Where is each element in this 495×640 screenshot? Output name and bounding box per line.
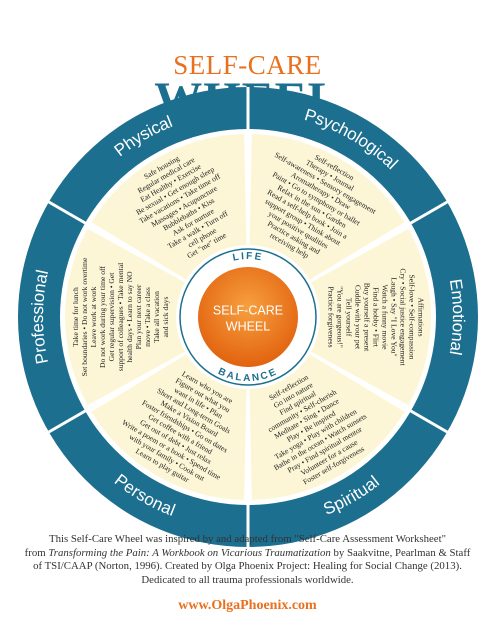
segment-item: Watch a funny movie: [380, 285, 389, 351]
segment-physical: [91, 134, 247, 280]
spoke-line: [48, 200, 88, 226]
segment-item: and sick days: [161, 297, 170, 338]
segment-item: Laugh • Say "I Love You": [389, 277, 398, 356]
segment-spiritual: [249, 354, 405, 500]
segment-item: Tell yourself: [344, 298, 353, 337]
life-balance-ring-border: [179, 248, 317, 386]
segment-item: move • Take a class: [143, 287, 152, 347]
segment-item: Cry • Social justice engagement: [398, 268, 407, 366]
website-link[interactable]: www.OlgaPhoenix.com: [178, 598, 317, 613]
segment-item: "You are gorgeous!": [335, 286, 344, 348]
segment-item: Do not work during your time off: [98, 266, 107, 368]
segment-item: Take all vacation: [152, 291, 161, 343]
segment-item: Get regular supervision • Get: [107, 272, 116, 362]
attribution-text: This Self-Care Wheel was inspired by and…: [20, 533, 475, 587]
center-label-wheel: WHEEL: [226, 319, 271, 333]
center-label-self-care: SELF-CARE: [213, 303, 283, 317]
segment-item: health days • Learn to say NO: [125, 271, 134, 363]
attribution-line-1: This Self-Care Wheel was inspired by and…: [48, 533, 447, 545]
segment-item: Leave work at work: [89, 286, 98, 347]
segment-item: Cuddle with your pet: [353, 285, 362, 350]
segment-personal: [91, 354, 247, 500]
attribution-line-2-prefix: from: [24, 546, 46, 559]
spoke-line: [48, 408, 88, 434]
attribution-line-4: Dedicated to all trauma professionals wo…: [141, 573, 354, 586]
segment-item: Self-love • Self-compassion: [407, 275, 416, 360]
attribution-line-2-suffix: by Saakvitne, Pearlman & Staff: [333, 546, 471, 559]
segment-item: Plan your next career: [134, 284, 143, 349]
spoke-line: [408, 200, 448, 226]
spoke-line: [408, 408, 448, 434]
segment-item: Find a hobby • Flirt: [371, 287, 380, 348]
segment-professional: [64, 228, 185, 406]
attribution-line-3: of TSI/CAAP (Norton, 1996). Created by O…: [33, 560, 462, 572]
segment-psychological: [249, 134, 405, 280]
category-label-emotional: Emotional: [445, 278, 467, 357]
segment-item: Buy yourself a present: [362, 283, 371, 352]
title-self-care: SELF-CARE: [173, 50, 322, 80]
segment-item: support of colleagues • Take mental: [116, 263, 125, 371]
center-circle: [198, 267, 298, 367]
segment-item: Set boundaries • Do not work overtime: [80, 257, 89, 376]
segment-item: Practice forgiveness: [326, 286, 335, 347]
segment-emotional: [311, 228, 431, 406]
ring-label-life: LIFE: [232, 251, 264, 264]
category-label-text: Emotional: [445, 278, 467, 357]
ring-label-life-text: LIFE: [232, 251, 262, 264]
segment-item: Affirmations: [416, 297, 425, 336]
attribution-book-title: Transforming the Pain: A Workbook on Vic…: [48, 546, 331, 559]
segment-item: Take time for lunch: [71, 287, 80, 347]
